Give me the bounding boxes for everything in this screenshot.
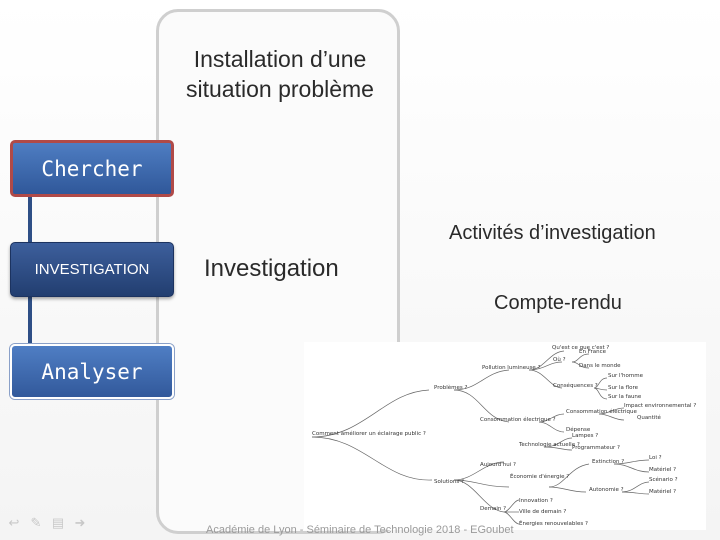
mindmap-node: Impact environnemental ? <box>624 403 696 409</box>
mindmap-node: Quantité <box>637 414 662 421</box>
slide-nav: ↩ ✎ ▤ ➜ <box>6 515 88 531</box>
mindmap-node: Sur l'homme <box>608 373 644 379</box>
mindmap-node: Scénario ? <box>649 476 678 483</box>
mindmap-root: Comment améliorer un éclairage public ? <box>312 430 426 437</box>
mindmap-node: Qu'est ce que c'est ? <box>552 345 609 351</box>
mindmap-node: Consommation électrique ? <box>480 416 556 423</box>
mindmap-node: Problèmes ? <box>434 384 467 391</box>
footer-text: Académie de Lyon - Séminaire de Technolo… <box>206 524 514 536</box>
step-analyser[interactable]: Analyser <box>10 344 174 399</box>
mindmap-node: Demain ? <box>480 506 506 512</box>
mindmap-node: Aujourd'hui ? <box>480 462 516 468</box>
pen-icon[interactable]: ✎ <box>30 515 42 530</box>
mindmap-node: Pollution lumineuse ? <box>482 365 541 371</box>
mindmap-node: En France <box>579 349 607 355</box>
connector-line <box>28 297 32 344</box>
connector-line <box>28 197 32 242</box>
mindmap-node: Extinction ? <box>592 459 624 465</box>
mindmap-node: Programmateur ? <box>572 445 620 451</box>
activites-label: Activités d’investigation <box>449 222 656 244</box>
mindmap-node: Conséquences ? <box>553 382 598 389</box>
mindmap-node: Lampes ? <box>572 433 598 439</box>
mindmap-node: Énergies renouvelables ? <box>519 519 588 527</box>
mindmap-node: Solutions ? <box>434 479 464 485</box>
mindmap-node: Consommation électrique <box>566 408 638 415</box>
investigation-label: Investigation <box>204 255 339 282</box>
compte-rendu-label: Compte-rendu <box>494 292 622 314</box>
mindmap-node: Sur la flore <box>608 385 639 391</box>
mindmap-node: Innovation ? <box>519 498 553 504</box>
mindmap-node: Technologie actuelle ? <box>518 442 580 448</box>
step-investigation[interactable]: INVESTIGATION <box>10 242 174 297</box>
arrow-left-icon[interactable]: ↩ <box>8 515 20 530</box>
arrow-right-icon[interactable]: ➜ <box>74 515 86 530</box>
mindmap-svg: Comment améliorer un éclairage public ? … <box>311 345 696 527</box>
panel-title: Installation d’une situation problème <box>186 46 374 102</box>
mindmap-image: Comment améliorer un éclairage public ? … <box>304 342 706 530</box>
mindmap-node: Ville de demain ? <box>519 509 566 515</box>
mindmap-node: Matériel ? <box>649 466 676 473</box>
mindmap-node: Sur la faune <box>608 394 642 400</box>
mindmap-node: Dépense <box>566 426 591 433</box>
step-chercher[interactable]: Chercher <box>10 140 174 197</box>
mindmap-node: Autonomie ? <box>589 487 624 493</box>
mindmap-node: Économie d'énergie ? <box>510 472 569 480</box>
mindmap-node: Où ? <box>553 356 566 363</box>
mindmap-node: Matériel ? <box>649 488 676 495</box>
mindmap-node: Loi ? <box>649 455 662 461</box>
menu-icon[interactable]: ▤ <box>51 515 65 530</box>
mindmap-node: Dans le monde <box>579 363 621 369</box>
